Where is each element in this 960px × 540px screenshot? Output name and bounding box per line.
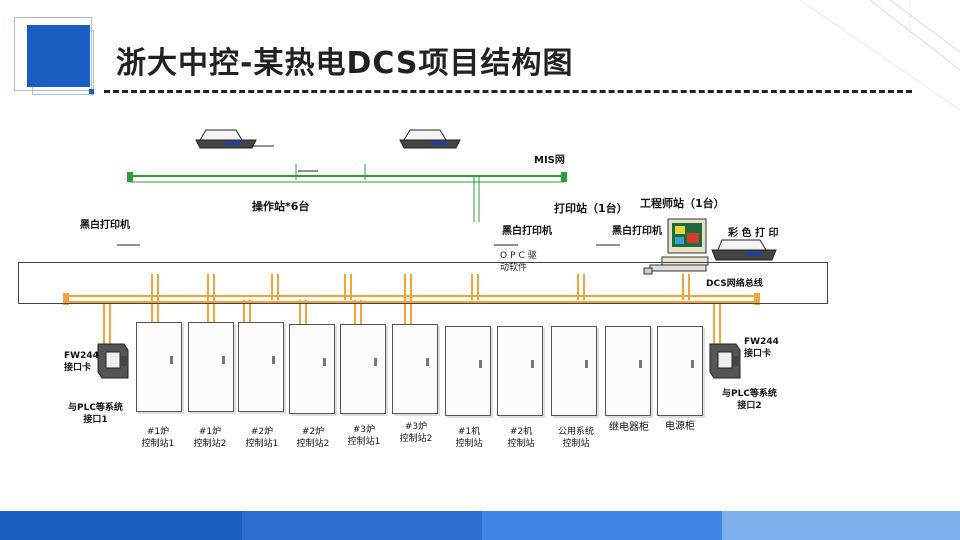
plc-interface-left-label: 与PLC等系统接口1 [68, 403, 123, 425]
engineer-station-label: 工程师站（1台） [640, 197, 725, 210]
control-cabinet [551, 326, 597, 416]
operator-stations-label: 操作站*6台 [252, 200, 310, 213]
title-decoration-square [89, 89, 94, 94]
bus-drops-top [151, 274, 690, 300]
cabinet-label: 电源柜 [665, 421, 695, 432]
fw244-links [103, 302, 721, 346]
bw-printer-label: 黑白打印机 [612, 226, 662, 237]
cabinet-label: #2机控制站 [507, 427, 535, 449]
mis-network-label: MIS网 [534, 155, 565, 166]
control-cabinet [340, 324, 386, 414]
control-cabinet [188, 322, 234, 412]
footer-bar-segment [722, 511, 960, 540]
footer-bar-segment [0, 511, 242, 540]
color-printer-label: 彩 色 打 印 [728, 228, 779, 239]
printer-icon [399, 129, 461, 149]
bw-printer-label: 黑白打印机 [502, 226, 552, 237]
cabinet-label: #1机控制站 [455, 427, 483, 449]
workstation-icon [643, 218, 709, 275]
footer-bar-segment [242, 511, 482, 540]
interface-card-icon [97, 343, 129, 379]
lan-region-box [18, 262, 828, 304]
cabinet-label: #2炉控制站2 [296, 427, 330, 449]
print-station-label: 打印站（1台） [554, 202, 628, 215]
cabinet-label: #1炉控制站2 [193, 427, 227, 449]
dcs-network-bus [63, 293, 760, 305]
control-cabinet [497, 326, 543, 416]
control-cabinet [392, 324, 438, 414]
control-cabinet [136, 322, 182, 412]
opc-label: OPC驱动软件 [500, 251, 540, 273]
cabinet-label: #3炉控制站2 [399, 422, 433, 444]
title-decoration-corner [20, 20, 26, 26]
footer-bar-segment [482, 511, 722, 540]
control-cabinet [605, 326, 651, 416]
cabinet-label: 公用系统控制站 [557, 427, 594, 449]
control-cabinet [445, 326, 491, 416]
control-cabinet [289, 324, 335, 414]
dcs-bus-label: DCS网络总线 [706, 279, 763, 289]
cabinet-label: #1炉控制站1 [141, 427, 175, 449]
cabinet-label: #3炉控制站1 [347, 425, 381, 447]
interface-card-icon [709, 343, 741, 379]
title-decoration-block [27, 25, 90, 87]
cabinet-label: 继电器柜 [609, 422, 649, 433]
bw-printer-label: 黑白打印机 [80, 220, 130, 231]
plc-interface-right-label: 与PLC等系统接口2 [722, 389, 777, 411]
control-cabinet [657, 326, 703, 416]
title-decoration-outline [14, 17, 92, 91]
corner-decoration-lines [799, 0, 960, 111]
title-divider [104, 90, 912, 93]
mis-network-bus [127, 164, 567, 222]
cabinet-label: #2炉控制站1 [245, 427, 279, 449]
page-title: 浙大中控-某热电DCS项目结构图 [116, 46, 574, 81]
control-cabinet [238, 322, 284, 412]
color-printer-icon [711, 239, 777, 261]
printer-icon [195, 129, 257, 149]
